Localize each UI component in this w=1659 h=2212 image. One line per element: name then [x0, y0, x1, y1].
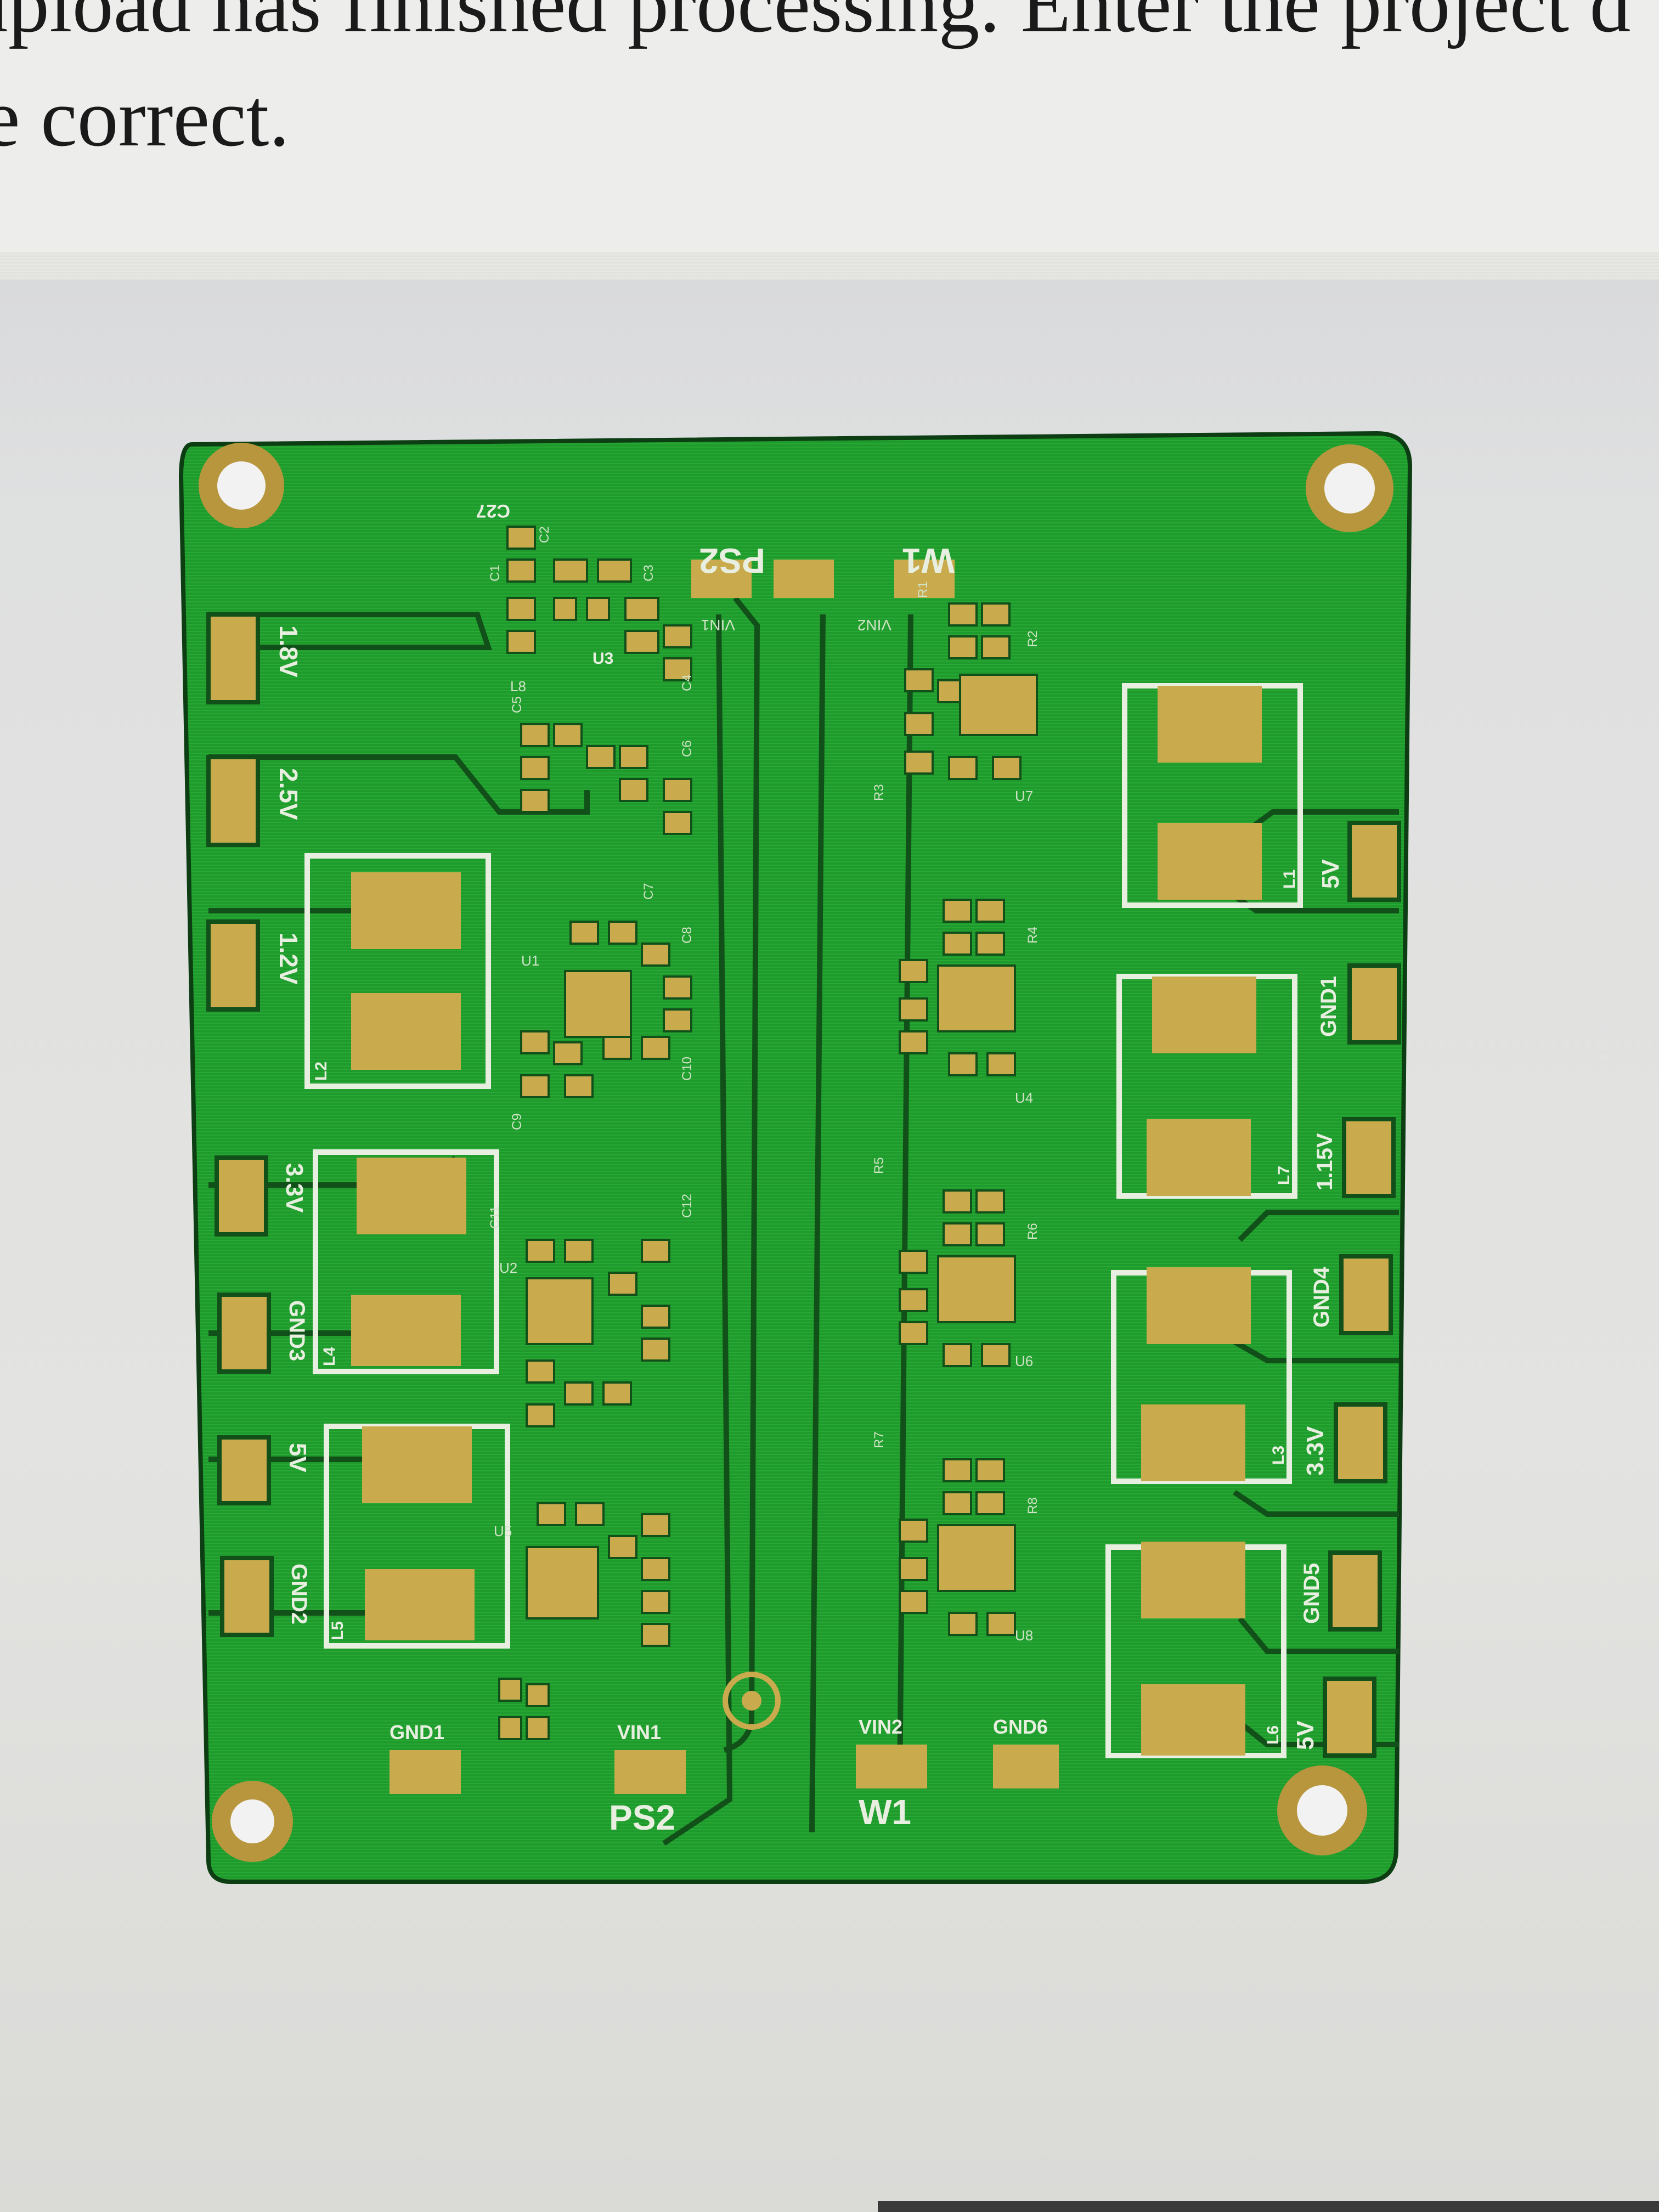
- message-line-2: e correct.: [0, 72, 290, 163]
- component-label: R4: [1025, 927, 1040, 944]
- right-pad-label: GND1: [1317, 976, 1341, 1037]
- label-c27: C27: [476, 500, 510, 521]
- right-edge-pads: [1323, 821, 1401, 1758]
- label-u1: U1: [521, 952, 539, 969]
- right-pad-labels: 5V GND1 1.15V GND4 3.3V GND5 5V: [1292, 859, 1344, 1750]
- left-pad-label: 5V: [284, 1443, 311, 1472]
- label-ps2-bottom: PS2: [609, 1798, 675, 1837]
- left-pad-label: 2.5V: [274, 768, 303, 820]
- component-label: C8: [680, 927, 695, 944]
- component-label: C11: [488, 1206, 503, 1229]
- component-label: C3: [641, 565, 656, 582]
- component-clusters: [498, 526, 1038, 1740]
- component-label: C4: [680, 674, 695, 691]
- bottom-connector-pads: [390, 1745, 1059, 1794]
- label-u2: U2: [499, 1260, 517, 1276]
- left-pad-labels: 1.8V 2.5V 1.2V 3.3V GND3 5V GND2: [274, 625, 311, 1624]
- component-label: R7: [872, 1431, 887, 1448]
- component-label: R3: [872, 784, 887, 801]
- label-l2: L2: [312, 1062, 330, 1081]
- label-u8: U8: [1015, 1627, 1033, 1644]
- label-u4: U4: [1015, 1090, 1033, 1106]
- component-label: C10: [680, 1057, 695, 1081]
- left-pad-label: 3.3V: [281, 1163, 308, 1213]
- label-u6: U6: [1015, 1353, 1033, 1369]
- left-pad-label: 1.2V: [274, 933, 303, 985]
- message-line-1: upload has finished processing. Enter th…: [0, 0, 1631, 49]
- label-vin1-top: VIN1: [701, 617, 735, 634]
- label-vin2-top: VIN2: [857, 617, 891, 634]
- left-pad-label: GND2: [287, 1564, 311, 1624]
- right-pad-label: GND4: [1310, 1266, 1334, 1328]
- component-label: R8: [1025, 1497, 1040, 1514]
- label-vin2-bottom: VIN2: [859, 1716, 902, 1738]
- label-l1: L1: [1280, 870, 1299, 889]
- mounting-holes: [199, 443, 1393, 1862]
- label-l7: L7: [1275, 1166, 1293, 1185]
- left-pad-label: GND3: [285, 1300, 309, 1361]
- component-label: R2: [1025, 630, 1040, 647]
- label-vin1-bottom: VIN1: [617, 1721, 661, 1743]
- label-l8: L8: [510, 678, 526, 695]
- label-w1-top: W1: [902, 541, 955, 580]
- label-u7: U7: [1015, 788, 1033, 804]
- right-pad-label: GND5: [1300, 1563, 1324, 1624]
- screen-bottom-edge: [878, 2201, 1659, 2212]
- label-l6: L6: [1264, 1725, 1282, 1745]
- pcb-preview: 1.8V 2.5V 1.2V 3.3V GND3 5V GND2 5V GND1…: [170, 417, 1426, 1887]
- label-l4: L4: [320, 1347, 338, 1366]
- component-label: C9: [510, 1113, 524, 1130]
- left-edge-pads: [206, 612, 274, 1637]
- label-l3: L3: [1269, 1446, 1288, 1465]
- left-inductors: [304, 853, 510, 1649]
- component-label: R1: [916, 581, 930, 598]
- processing-message: upload has finished processing. Enter th…: [0, 0, 1659, 252]
- label-gnd6-bottom: GND6: [993, 1716, 1048, 1738]
- right-inductors: [1105, 683, 1303, 1758]
- label-l5: L5: [329, 1621, 347, 1640]
- right-pad-label: 5V: [1292, 1720, 1319, 1750]
- right-pad-label: 1.15V: [1313, 1133, 1337, 1190]
- right-pad-label: 5V: [1317, 859, 1344, 889]
- left-pad-label: 1.8V: [274, 625, 303, 678]
- component-label: R6: [1025, 1223, 1040, 1240]
- component-label: R5: [872, 1157, 887, 1174]
- silkscreen-labels: C27 PS2 W1 U3 VIN1 VIN2 GND1 VIN1 VIN2 G…: [312, 500, 1299, 1837]
- top-connector-pads: [691, 560, 955, 598]
- right-pad-label: 3.3V: [1302, 1426, 1329, 1476]
- label-w1-bottom: W1: [859, 1792, 911, 1832]
- component-label: C7: [641, 883, 656, 900]
- pcb-board: 1.8V 2.5V 1.2V 3.3V GND3 5V GND2 5V GND1…: [178, 431, 1413, 1884]
- component-label: C1: [488, 565, 503, 582]
- component-label: C6: [680, 740, 695, 757]
- label-u3: U3: [592, 650, 613, 668]
- component-label: C12: [680, 1194, 695, 1218]
- label-ps2-top: PS2: [699, 541, 765, 580]
- component-label: C5: [510, 696, 524, 713]
- label-gnd1-bottom: GND1: [390, 1721, 444, 1743]
- component-label: C2: [537, 526, 552, 543]
- label-u5: U5: [494, 1523, 512, 1539]
